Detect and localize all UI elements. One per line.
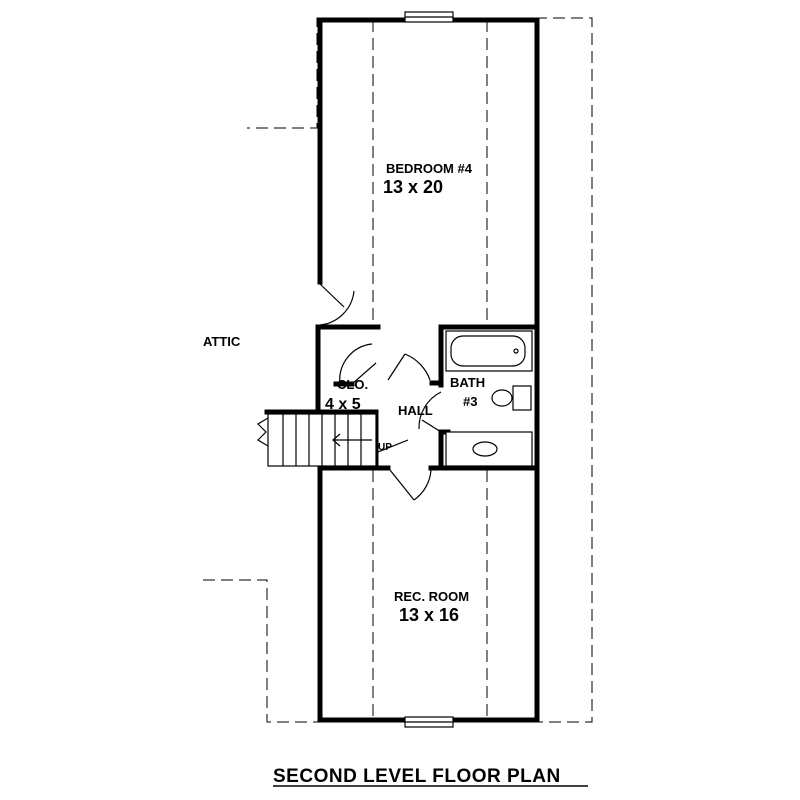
window-bottom <box>404 716 454 728</box>
rec-room-name: REC. ROOM <box>394 589 469 604</box>
stairs-up-label: UP <box>378 442 392 453</box>
closet-name: CLO. <box>337 377 368 392</box>
hall-label: HALL <box>398 403 433 418</box>
attic-label: ATTIC <box>203 334 241 349</box>
staircase <box>257 413 377 467</box>
bath-number: #3 <box>463 394 477 409</box>
bathtub <box>445 330 533 372</box>
bedroom4-name: BEDROOM #4 <box>386 161 473 176</box>
sink-vanity <box>445 431 533 467</box>
toilet <box>491 385 532 411</box>
rec-room-size: 13 x 16 <box>399 605 459 625</box>
bedroom4-size: 13 x 20 <box>383 177 443 197</box>
door-swings <box>319 283 442 501</box>
window-top <box>404 11 454 23</box>
closet-size: 4 x 5 <box>325 396 361 413</box>
plan-title: SECOND LEVEL FLOOR PLAN <box>273 766 561 787</box>
roof-outline-dashed <box>203 17 593 723</box>
bath-name: BATH <box>450 375 485 390</box>
